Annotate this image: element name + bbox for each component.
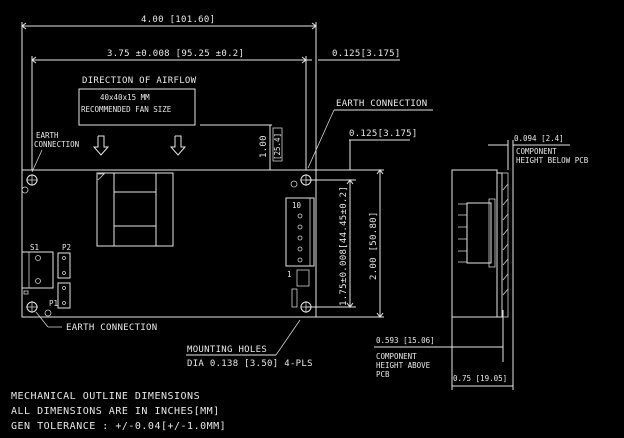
note-line: GEN TOLERANCE : +/-0.04[+/-1.0MM] bbox=[11, 421, 226, 432]
earth-connection-top-right: EARTH CONNECTION bbox=[307, 99, 433, 169]
connector-p2: P2 bbox=[57, 243, 71, 279]
overall-width-dimension: 4.00 [101.60] bbox=[21, 15, 317, 170]
hole-spacing-height-label: 1.75±0.008[44.45±0.2] bbox=[339, 186, 349, 306]
svg-text:P1: P1 bbox=[49, 299, 58, 308]
svg-text:MOUNTING HOLES: MOUNTING HOLES bbox=[187, 345, 267, 355]
svg-text:CONNECTION: CONNECTION bbox=[34, 140, 79, 149]
earth-screw-icon bbox=[21, 186, 29, 194]
height-below-pcb-dimension: 0.094 [2.4] COMPONENT HEIGHT BELOW PCB bbox=[488, 134, 589, 165]
overall-width-label: 4.00 [101.60] bbox=[141, 15, 215, 25]
fan-offset-dimension: 1.00 [25.4] bbox=[200, 124, 283, 170]
pcb-board: S1 P2 P1 10 1 bbox=[21, 169, 317, 318]
hole-spacing-height-dimension: 1.75±0.008[44.45±0.2] bbox=[306, 179, 356, 308]
svg-text:DIA 0.138 [3.50] 4-PLS: DIA 0.138 [3.50] 4-PLS bbox=[187, 359, 313, 369]
general-notes: MECHANICAL OUTLINE DIMENSIONS ALL DIMENS… bbox=[11, 391, 226, 432]
mounting-hole-icon bbox=[26, 174, 38, 186]
earth-connection-top-left: EARTH CONNECTION bbox=[31, 131, 79, 173]
svg-text:0.094 [2.4]: 0.094 [2.4] bbox=[514, 134, 564, 143]
airflow-title: DIRECTION OF AIRFLOW bbox=[82, 76, 197, 86]
fan-size-line2: RECOMMENDED FAN SIZE bbox=[81, 105, 172, 114]
svg-text:EARTH: EARTH bbox=[36, 131, 59, 140]
svg-text:HEIGHT BELOW PCB: HEIGHT BELOW PCB bbox=[516, 156, 589, 165]
earth-screw-icon bbox=[44, 309, 52, 317]
fan-offset-label: 1.00 bbox=[259, 135, 269, 158]
svg-text:COMPONENT: COMPONENT bbox=[376, 352, 417, 361]
svg-text:0.593 [15.06]: 0.593 [15.06] bbox=[376, 336, 435, 345]
fan-size-line1: 40x40x15 MM bbox=[100, 93, 150, 102]
earth-screw-icon bbox=[290, 180, 298, 188]
side-view bbox=[451, 140, 514, 390]
svg-text:HEIGHT ABOVE: HEIGHT ABOVE bbox=[376, 361, 431, 370]
edge-offset-top-dimension: 0.125[3.175] bbox=[306, 49, 401, 61]
fan-offset-mm-label: [25.4] bbox=[273, 133, 282, 160]
airflow-arrow-icon bbox=[92, 135, 110, 156]
overall-height-dimension: 2.00 [50.80] bbox=[316, 169, 384, 318]
transformer-component bbox=[96, 172, 174, 247]
mounting-hole-icon bbox=[26, 301, 38, 313]
svg-text:10: 10 bbox=[292, 201, 302, 210]
mounting-holes-note: MOUNTING HOLES DIA 0.138 [3.50] 4-PLS bbox=[186, 319, 313, 369]
earth-connection-bottom: EARTH CONNECTION bbox=[35, 311, 158, 333]
svg-text:PCB: PCB bbox=[376, 370, 390, 379]
switch-s1: S1 bbox=[21, 243, 54, 295]
height-above-pcb-dimension: 0.593 [15.06] COMPONENT HEIGHT ABOVE PCB bbox=[374, 336, 503, 379]
svg-text:EARTH CONNECTION: EARTH CONNECTION bbox=[336, 99, 428, 109]
airflow-arrow-icon bbox=[169, 135, 187, 156]
svg-text:0.125[3.175]: 0.125[3.175] bbox=[349, 129, 418, 139]
svg-text:P2: P2 bbox=[62, 243, 71, 252]
edge-offset-side-dimension: 0.125[3.175] bbox=[349, 129, 418, 170]
svg-text:COMPONENT: COMPONENT bbox=[516, 147, 557, 156]
hole-spacing-width-dimension: 3.75 ±0.008 [95.25 ±0.2] bbox=[31, 49, 307, 170]
output-connector: 10 1 bbox=[285, 197, 315, 308]
note-line: MECHANICAL OUTLINE DIMENSIONS bbox=[11, 391, 200, 402]
connector-p1: P1 bbox=[49, 282, 71, 309]
hole-spacing-width-label: 3.75 ±0.008 [95.25 ±0.2] bbox=[107, 49, 244, 59]
svg-text:S1: S1 bbox=[30, 243, 39, 252]
note-line: ALL DIMENSIONS ARE IN INCHES[MM] bbox=[11, 406, 220, 417]
svg-text:1: 1 bbox=[287, 270, 292, 279]
airflow-note: DIRECTION OF AIRFLOW 40x40x15 MM RECOMME… bbox=[78, 76, 197, 156]
overall-height-label: 2.00 [50.80] bbox=[369, 211, 379, 280]
edge-offset-top-label: 0.125[3.175] bbox=[332, 49, 401, 59]
svg-text:EARTH CONNECTION: EARTH CONNECTION bbox=[66, 323, 158, 333]
total-height-dimension: 0.75 [19.05] bbox=[452, 374, 513, 387]
svg-text:0.75 [19.05]: 0.75 [19.05] bbox=[453, 374, 507, 383]
